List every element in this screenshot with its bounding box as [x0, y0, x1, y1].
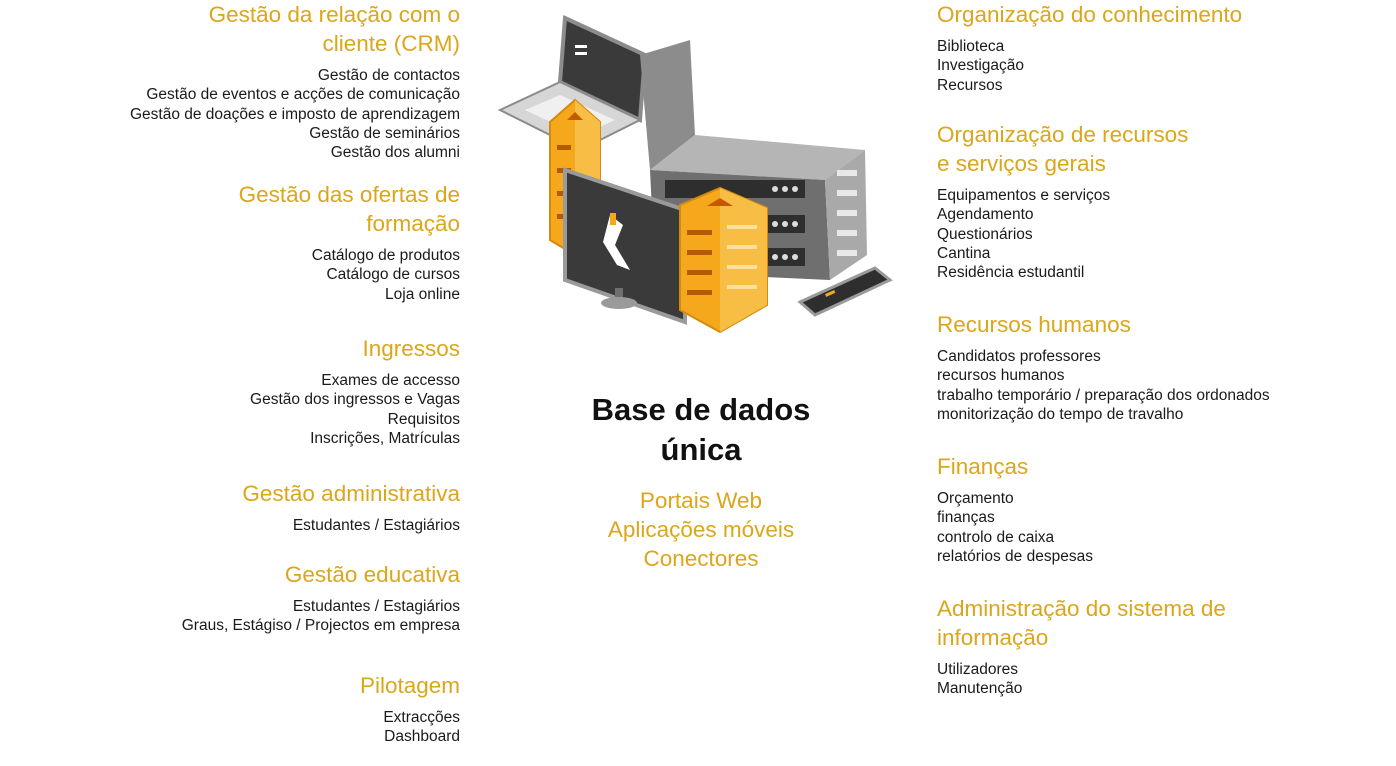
group-items: Candidatos professores recursos humanos … — [937, 347, 1377, 424]
list-item: Gestão de doações e imposto de aprendiza… — [129, 105, 460, 123]
group-sistema-informacao: Administração do sistema de informação U… — [937, 594, 1377, 699]
monitor-icon — [563, 167, 687, 325]
group-title-line: Recursos humanos — [937, 312, 1131, 337]
orange-rack-front-icon — [679, 186, 768, 334]
group-administrativa: Gestão administrativa Estudantes / Estag… — [0, 479, 460, 535]
list-item: Agendamento — [937, 206, 1034, 224]
group-items: Equipamentos e serviços Agendamento Ques… — [937, 186, 1377, 282]
central-link-portais: Portais Web — [639, 488, 763, 513]
group-recursos-humanos: Recursos humanos Candidatos professores … — [937, 310, 1377, 424]
list-item: Inscrições, Matrículas — [310, 429, 460, 447]
list-item: Estudantes / Estagiários — [292, 517, 460, 534]
group-title: Gestão educativa — [0, 560, 460, 589]
list-item: Cantina — [937, 244, 991, 262]
list-item: Extracções — [383, 709, 460, 726]
group-title: Gestão das ofertas de formação — [0, 180, 460, 238]
group-items: Exames de accesso Gestão dos ingressos e… — [0, 371, 460, 448]
list-item: Gestão de contactos — [317, 67, 460, 84]
list-item: Exames de accesso — [321, 372, 460, 389]
group-pilotagem: Pilotagem Extracções Dashboard — [0, 671, 460, 747]
group-title: Administração do sistema de informação — [937, 594, 1377, 652]
list-item: finanças — [937, 509, 995, 527]
group-crm: Gestão da relação com o cliente (CRM) Ge… — [0, 0, 460, 162]
list-item: Recursos — [937, 76, 1003, 94]
central-link-aplicacoes: Aplicações móveis — [607, 517, 795, 542]
central-title: Base de dados única — [560, 390, 842, 470]
group-title: Gestão da relação com o cliente (CRM) — [0, 0, 460, 58]
group-title: Pilotagem — [0, 671, 460, 700]
list-item: monitorização do tempo de travalho — [937, 405, 1184, 423]
list-item: Gestão dos ingressos e Vagas — [250, 391, 460, 409]
group-recursos-servicos: Organização de recursos e serviços gerai… — [937, 120, 1377, 282]
list-item: Gestão dos alumni — [330, 144, 460, 162]
group-title: Organização do conhecimento — [937, 0, 1377, 29]
group-items: Orçamento finanças controlo de caixa rel… — [937, 489, 1377, 566]
list-item: relatórios de despesas — [937, 547, 1093, 565]
list-item: Utilizadores — [937, 661, 1018, 678]
group-title-line: Gestão da relação com o — [208, 2, 460, 27]
group-title-line: Pilotagem — [359, 673, 460, 698]
list-item: Loja online — [385, 285, 460, 303]
group-items: Estudantes / Estagiários Graus, Estágiso… — [0, 597, 460, 636]
group-educativa: Gestão educativa Estudantes / Estagiário… — [0, 560, 460, 636]
servers-devices-illustration — [495, 10, 895, 340]
group-title: Ingressos — [0, 334, 460, 363]
list-item: Investigação — [937, 57, 1025, 75]
list-item: Biblioteca — [937, 38, 1005, 55]
list-item: Requisitos — [387, 410, 460, 428]
group-title-line: Finanças — [937, 454, 1029, 479]
list-item: Catálogo de produtos — [311, 247, 460, 264]
group-items: Biblioteca Investigação Recursos — [937, 37, 1377, 95]
group-ofertas: Gestão das ofertas de formação Catálogo … — [0, 180, 460, 304]
group-title-line: Organização de recursos — [937, 122, 1189, 147]
list-item: Residência estudantil — [937, 264, 1085, 282]
group-title: Gestão administrativa — [0, 479, 460, 508]
group-title-line: Gestão das ofertas de — [238, 182, 460, 207]
group-title-line: Organização do conhecimento — [937, 2, 1243, 27]
group-title-line: Gestão educativa — [284, 562, 460, 587]
group-title-line: informação — [937, 625, 1049, 650]
list-item: Candidatos professores — [937, 348, 1101, 365]
group-items: Utilizadores Manutenção — [937, 660, 1377, 699]
list-item: Catálogo de cursos — [326, 266, 460, 284]
group-title-line: e serviços gerais — [937, 151, 1106, 176]
list-item: Gestão de eventos e acções de comunicaçã… — [146, 86, 460, 104]
central-title-line: Base de dados — [591, 392, 811, 427]
group-financas: Finanças Orçamento finanças controlo de … — [937, 452, 1377, 566]
list-item: recursos humanos — [937, 367, 1065, 385]
central-links: Portais Web Aplicações móveis Conectores — [560, 486, 842, 573]
list-item: Equipamentos e serviços — [937, 187, 1111, 204]
group-items: Gestão de contactos Gestão de eventos e … — [0, 66, 460, 162]
list-item: Graus, Estágiso / Projectos em empresa — [181, 617, 460, 635]
central-title-line: única — [660, 432, 742, 467]
list-item: Questionários — [937, 225, 1033, 243]
group-title-line: formação — [366, 211, 460, 236]
servers-devices-icon — [497, 14, 893, 334]
group-title: Finanças — [937, 452, 1377, 481]
group-ingressos: Ingressos Exames de accesso Gestão dos i… — [0, 334, 460, 448]
group-items: Extracções Dashboard — [0, 708, 460, 747]
group-title-line: cliente (CRM) — [322, 31, 460, 56]
group-items: Catálogo de produtos Catálogo de cursos … — [0, 246, 460, 304]
central-link-conectores: Conectores — [643, 546, 759, 571]
list-item: controlo de caixa — [937, 528, 1055, 546]
list-item: Manutenção — [937, 680, 1023, 698]
list-item: trabalho temporário / preparação dos ord… — [937, 386, 1270, 404]
group-title-line: Administração do sistema de — [937, 596, 1226, 621]
list-item: Dashboard — [384, 728, 460, 746]
group-title: Recursos humanos — [937, 310, 1377, 339]
list-item: Estudantes / Estagiários — [292, 598, 460, 615]
list-item: Gestão de seminários — [309, 124, 460, 142]
group-title: Organização de recursos e serviços gerai… — [937, 120, 1377, 178]
group-title-line: Ingressos — [362, 336, 460, 361]
group-title-line: Gestão administrativa — [242, 481, 460, 506]
group-items: Estudantes / Estagiários — [0, 516, 460, 535]
group-conhecimento: Organização do conhecimento Biblioteca I… — [937, 0, 1377, 95]
list-item: Orçamento — [937, 490, 1014, 507]
phone-icon — [797, 266, 893, 317]
